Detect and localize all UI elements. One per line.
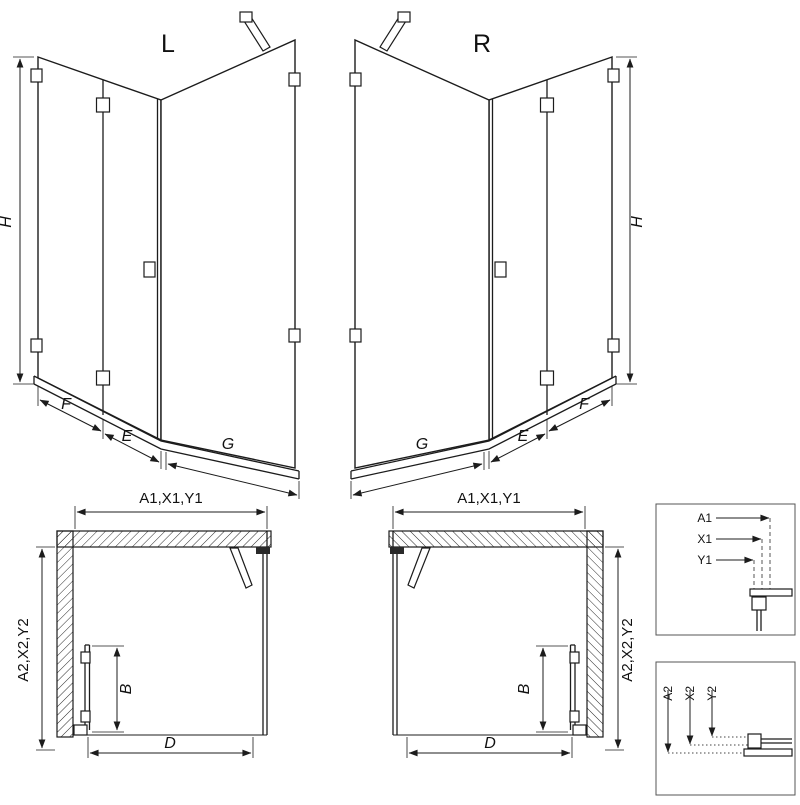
detail-panel-horizontal-dims: A1 X1 Y1 bbox=[655, 503, 796, 636]
plan-view-right-drawing bbox=[389, 506, 624, 758]
detail-top-profile-section bbox=[749, 588, 793, 631]
iso-left-dim-label-h: H bbox=[0, 216, 15, 228]
iso-view-left-drawing bbox=[13, 12, 300, 499]
detail-label-x1: X1 bbox=[697, 532, 712, 546]
iso-left-variant-label: L bbox=[161, 30, 175, 58]
plan-right-dim-label-depth: A2,X2,Y2 bbox=[619, 618, 636, 681]
plan-left-dim-label-width: A1,X1,Y1 bbox=[139, 490, 202, 507]
plan-right-dim-label-d: D bbox=[484, 735, 496, 752]
plan-view-right: A1,X1,Y1 A2,X2,Y2 B D bbox=[389, 490, 636, 758]
plan-right-dim-label-width: A1,X1,Y1 bbox=[457, 490, 520, 507]
iso-right-dim-label-f: F bbox=[579, 396, 590, 413]
detail-bottom-frame bbox=[655, 661, 796, 796]
plan-view-left: A1,X1,Y1 A2,X2,Y2 B D bbox=[15, 490, 271, 758]
iso-left-dim-label-g: G bbox=[222, 436, 234, 453]
iso-view-right: R H F E G bbox=[350, 12, 646, 499]
iso-right-dim-label-g: G bbox=[416, 436, 428, 453]
plan-left-dim-label-depth: A2,X2,Y2 bbox=[15, 618, 32, 681]
plan-right-dim-label-b: B bbox=[516, 683, 533, 694]
iso-view-right-drawing bbox=[350, 12, 637, 499]
plan-left-dim-label-d: D bbox=[164, 735, 176, 752]
iso-left-dim-label-e: E bbox=[122, 428, 133, 445]
iso-right-dim-label-h: H bbox=[629, 216, 646, 228]
iso-right-dim-label-e: E bbox=[518, 428, 529, 445]
detail-label-a1: A1 bbox=[697, 511, 712, 525]
detail-bottom-profile-section bbox=[743, 733, 793, 757]
plan-left-dim-label-b: B bbox=[118, 683, 135, 694]
detail-panel-vertical-dims: A2 X2 Y2 bbox=[655, 661, 796, 796]
detail-label-y1: Y1 bbox=[697, 553, 712, 567]
iso-left-dim-label-f: F bbox=[61, 396, 72, 413]
iso-right-variant-label: R bbox=[473, 30, 491, 58]
iso-view-left: L H F E G bbox=[0, 12, 300, 499]
detail-top-frame bbox=[655, 503, 796, 636]
plan-view-left-drawing bbox=[36, 506, 271, 758]
